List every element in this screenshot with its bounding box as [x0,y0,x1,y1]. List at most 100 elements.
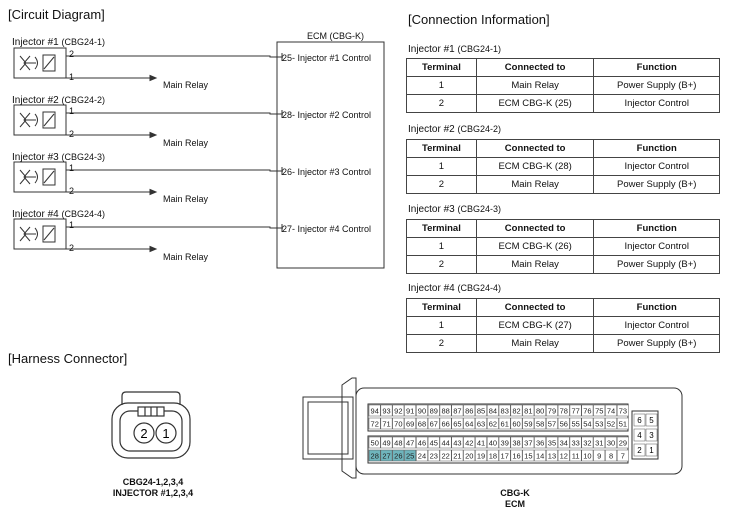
injector-1-symbol [13,47,283,82]
ecm-pin-number: 88 [441,407,449,416]
ecm-pin-cell [404,436,417,449]
ecm-connector-caption: CBG-K ECM [500,488,530,509]
ecm-pin-cell [616,436,629,449]
ecm-pin-number: 55 [571,420,579,429]
ecm-pin-cell [522,404,535,417]
ecm-pin-number: 35 [548,439,556,448]
ecm-pin-number: 12 [560,452,568,461]
ecm-pin-cell [605,436,617,449]
injector-3-symbol [13,161,283,196]
inj1-pin-bottom: 1 [69,72,75,82]
ecm-pin-number: 30 [607,439,615,448]
ecm-pin-number: 94 [371,407,379,416]
ecm-pin-26-label: 26- Injector #3 Control [282,167,372,177]
ecm-pin-number: 87 [453,407,461,416]
ecm-pin-cell [486,417,499,430]
injector-3-label: Injector #3 (CBG24-3) [12,152,105,163]
ecm-pin-number: 31 [595,439,603,448]
ecm-pin-cell [392,449,405,462]
ecm-pin-cell [486,449,499,462]
ecm-pin-cell [380,449,393,462]
ecm-box-title: ECM (CBG-K) [307,31,364,41]
ecm-pin-number: 51 [619,420,627,429]
ecm-pin-number: 75 [595,407,603,416]
ecm-pin-cell [380,417,393,430]
ecm-pin-cell [534,436,547,449]
ecm-pin-number: 36 [536,439,544,448]
ecm-pin-cell [546,449,558,462]
ecm-pin-cell [510,417,523,430]
ecm-pin-cell [427,417,440,430]
ecm-pin-cell [581,417,594,430]
inj2-pin-bottom: 2 [69,129,75,139]
ecm-pin-cell [439,449,452,462]
ecm-pin-cell [546,404,558,417]
ecm-pin-number: 24 [418,452,426,461]
ecm-pin-number: 17 [501,452,509,461]
ecm-pin-cell [510,404,523,417]
connection-info-title: [Connection Information] [408,12,550,27]
ecm-pin-cell [451,436,464,449]
ecm-pin-cell [498,417,511,430]
ecm-pin-cell [616,417,629,430]
ecm-pin-number: 91 [406,407,414,416]
table-1-title: Injector #1 (CBG24-1) [408,44,501,55]
ecm-pin-number: 13 [548,452,556,461]
ecm-pin-cell [463,404,476,417]
ecm-pin-number: 27 [382,452,390,461]
ecm-pin-number: 29 [619,439,627,448]
harness-connector-title: [Harness Connector] [8,351,128,366]
inj3-pin-top: 1 [69,163,75,173]
ecm-side-pin-cell [633,413,646,427]
ecm-pin-number: 7 [621,452,625,461]
ecm-pin-27-label: 27- Injector #4 Control [282,224,372,234]
connector-pin-1: 1 [162,426,169,441]
ecm-pin-number: 58 [536,420,544,429]
ecm-pin-number: 15 [524,452,532,461]
ecm-pin-number: 22 [441,452,449,461]
ecm-pin-number: 49 [382,439,390,448]
main-relay-label-4: Main Relay [163,252,209,262]
ecm-pin-cell [616,449,629,462]
ecm-pin-cell [557,436,570,449]
ecm-pin-cell [404,404,417,417]
ecm-pin-number: 89 [430,407,438,416]
ecm-pin-number: 76 [583,407,591,416]
ecm-pin-cell [463,417,476,430]
ecm-pin-number: 72 [371,420,379,429]
main-relay-label-2: Main Relay [163,138,209,148]
ecm-pin-cell [463,449,476,462]
ecm-pin-cell [498,436,511,449]
ecm-pin-number: 74 [607,407,615,416]
ecm-pin-cell [427,404,440,417]
ecm-pin-number: 44 [441,439,449,448]
wire-to-ecm [66,169,283,172]
ecm-pin-cell [368,449,381,462]
ecm-pin-cell [534,404,547,417]
ecm-pin-number: 46 [418,439,426,448]
ecm-pin-cell [368,436,381,449]
ecm-pin-cell [392,417,405,430]
ecm-pin-number: 43 [453,439,461,448]
ecm-pin-number: 93 [382,407,390,416]
ecm-pin-number: 45 [430,439,438,448]
ecm-pin-number: 83 [501,407,509,416]
ecm-pin-cell [605,417,617,430]
ecm-pin-cell [404,417,417,430]
ecm-pin-number: 11 [572,452,580,461]
wire-to-ecm [66,226,283,229]
ecm-pin-cell [463,436,476,449]
ecm-pin-number: 57 [548,420,556,429]
ecm-pin-cell [427,449,440,462]
ecm-pin-cell [486,404,499,417]
ecm-side-pin-cell [633,443,646,457]
ecm-pin-number: 60 [512,420,520,429]
ecm-pin-number: 40 [489,439,497,448]
injector-2-symbol [13,104,283,139]
ecm-pin-cell [546,436,558,449]
ecm-pin-number: 42 [465,439,473,448]
